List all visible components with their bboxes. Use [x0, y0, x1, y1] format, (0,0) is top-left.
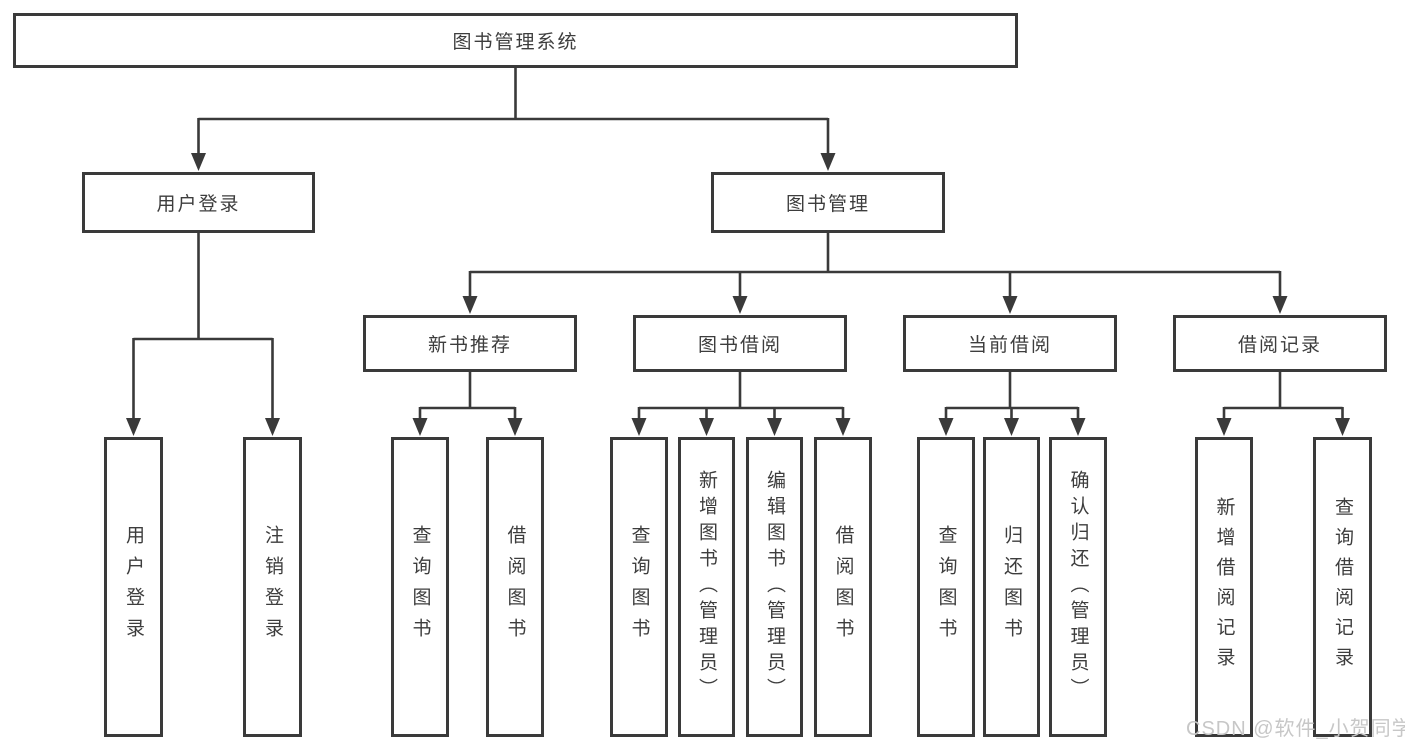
leaf-return-books: 归还图书: [983, 437, 1040, 737]
leaf-logout: 注销登录: [243, 437, 302, 737]
node-label: 注销登录: [262, 525, 283, 649]
node-borrowing-records: 借阅记录: [1173, 315, 1387, 372]
node-label: 新增图书（管理员）: [696, 470, 717, 704]
node-label: 查询图书: [935, 525, 957, 649]
node-label: 当前借阅: [967, 335, 1052, 356]
leaf-query-books-3: 查询图书: [917, 437, 975, 737]
leaf-borrow-books-2: 借阅图书: [814, 437, 872, 737]
node-label: 图书管理: [785, 194, 870, 215]
node-label: 确认归还（管理员）: [1067, 470, 1089, 704]
leaf-add-borrow-record: 新增借阅记录: [1195, 437, 1253, 737]
leaf-edit-books-admin: 编辑图书（管理员）: [746, 437, 803, 737]
node-label: 查询图书: [628, 525, 650, 649]
node-new-book-recommendation: 新书推荐: [363, 315, 577, 372]
leaf-query-borrow-record: 查询借阅记录: [1313, 437, 1372, 737]
node-label: 新增借阅记录: [1213, 497, 1235, 677]
node-label: 编辑图书（管理员）: [764, 470, 785, 704]
node-label: 借阅图书: [832, 525, 854, 649]
node-library-management-system: 图书管理系统: [13, 13, 1018, 68]
leaf-query-books-1: 查询图书: [391, 437, 449, 737]
leaf-query-books-2: 查询图书: [610, 437, 668, 737]
node-label: 用户登录: [123, 525, 144, 649]
node-label: 借阅记录: [1237, 335, 1322, 356]
node-label: 借阅图书: [504, 525, 526, 649]
node-label: 用户登录: [156, 194, 241, 215]
leaf-add-books-admin: 新增图书（管理员）: [678, 437, 735, 737]
node-user-login: 用户登录: [82, 172, 315, 233]
node-label: 图书借阅: [697, 335, 782, 356]
node-current-borrowing: 当前借阅: [903, 315, 1117, 372]
node-label: 新书推荐: [427, 335, 512, 356]
leaf-confirm-return-admin: 确认归还（管理员）: [1049, 437, 1107, 737]
node-label: 图书管理系统: [452, 32, 579, 53]
csdn-watermark: CSDN @软件_小贺同学: [1186, 718, 1405, 740]
tree-connector-path: [132, 66, 1344, 423]
node-label: 查询借阅记录: [1332, 497, 1353, 677]
node-label: 查询图书: [409, 525, 431, 649]
leaf-borrow-books-1: 借阅图书: [486, 437, 544, 737]
node-book-borrowing: 图书借阅: [633, 315, 847, 372]
node-label: 归还图书: [1001, 525, 1022, 649]
leaf-user-login: 用户登录: [104, 437, 163, 737]
node-book-management: 图书管理: [711, 172, 945, 233]
